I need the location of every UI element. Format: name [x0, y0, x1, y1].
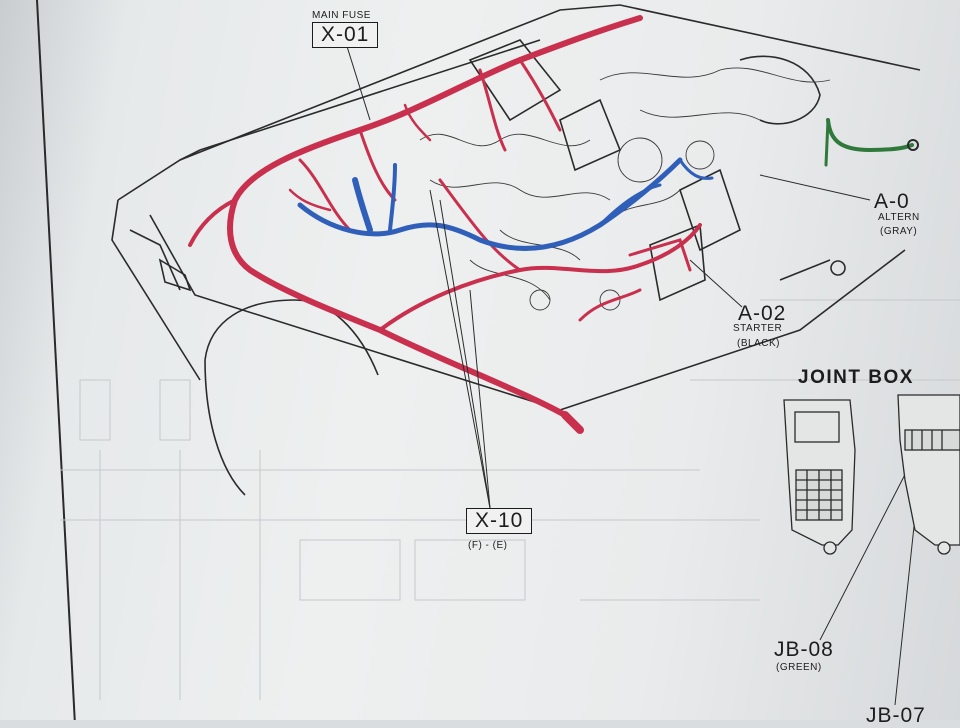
a02-code: A-02	[738, 302, 787, 325]
joint-box-right	[897, 394, 960, 555]
background-grid	[60, 299, 960, 700]
x10-caption: (F) - (E)	[468, 540, 508, 551]
engine-detail-lines	[419, 67, 831, 311]
green-harness	[824, 118, 919, 167]
jb08-code: JB-08	[774, 638, 834, 661]
main-fuse-code: X-01	[312, 22, 379, 48]
joint-box-title: JOINT BOX	[798, 367, 914, 388]
x10-code: X-10	[466, 508, 533, 534]
main-fuse-caption: MAIN FUSE	[312, 10, 371, 21]
a02-name: STARTER	[733, 323, 783, 334]
car-body-outline	[111, 4, 921, 496]
a03-code: A-0	[874, 190, 910, 213]
a03-color: (GRAY)	[880, 226, 918, 237]
blue-harness	[297, 157, 714, 251]
red-harness	[188, 15, 702, 434]
a03-name: ALTERN	[878, 212, 920, 223]
joint-box-left	[783, 399, 856, 555]
jb07-code: JB-07	[866, 704, 926, 727]
a02-color: (BLACK)	[737, 338, 780, 349]
jb08-color: (GREEN)	[776, 662, 822, 673]
